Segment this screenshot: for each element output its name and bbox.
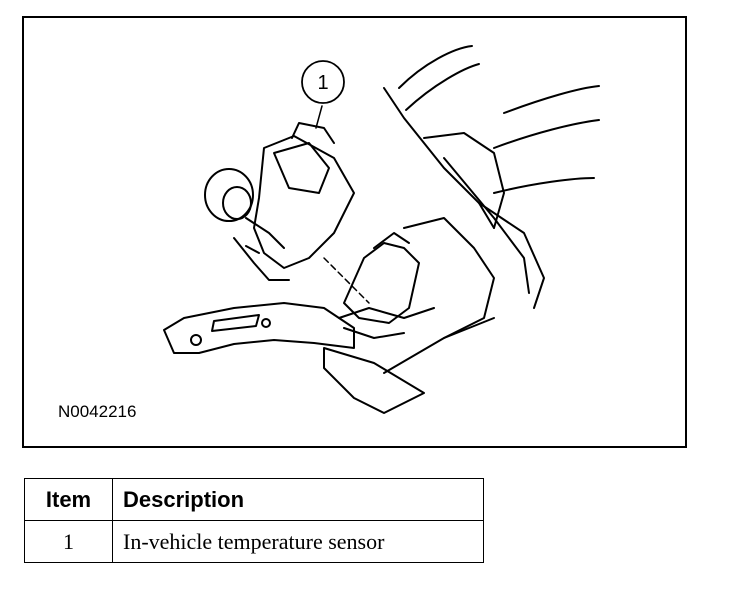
sensor-diagram: 1 xyxy=(163,45,600,414)
removed-sensor-module xyxy=(204,122,355,281)
legend-table: Item Description 1 In-vehicle temperatur… xyxy=(24,478,484,563)
table-row: 1 In-vehicle temperature sensor xyxy=(24,520,484,563)
callout-leader xyxy=(315,105,323,129)
figure-frame: 1 N0042216 xyxy=(22,16,687,448)
callout-label: 1 xyxy=(317,72,328,94)
header-description: Description xyxy=(112,478,484,521)
row-description: In-vehicle temperature sensor xyxy=(112,520,484,563)
legend-header-row: Item Description xyxy=(24,478,484,521)
alignment-line xyxy=(323,257,370,304)
installed-sensor xyxy=(338,232,435,339)
callout-circle xyxy=(301,60,345,104)
mounting-bracket xyxy=(163,302,355,354)
header-item: Item xyxy=(24,478,113,521)
row-item: 1 xyxy=(24,520,113,563)
figure-id: N0042216 xyxy=(58,402,137,421)
duct-housing xyxy=(323,45,600,414)
